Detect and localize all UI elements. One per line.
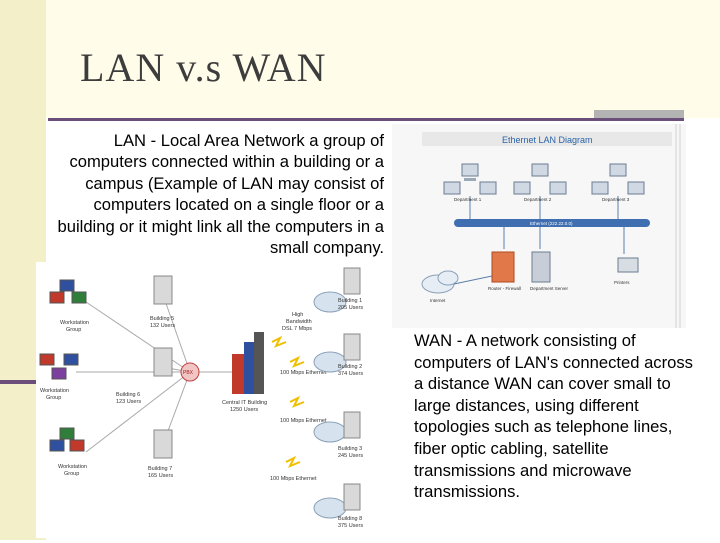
slide-title: LAN v.s WAN xyxy=(80,45,327,90)
building-3-icon xyxy=(343,411,361,439)
svg-text:375 Users: 375 Users xyxy=(338,523,363,529)
workstation-1-group: Group xyxy=(66,327,81,333)
building-8-icon xyxy=(343,483,361,511)
department-1-label: Department 1 xyxy=(454,197,482,202)
svg-text:100 Mbps Ethernet: 100 Mbps Ethernet xyxy=(280,370,327,376)
svg-text:100 Mbps Ethernet: 100 Mbps Ethernet xyxy=(280,418,327,424)
svg-text:High: High xyxy=(292,312,303,318)
pbx-label: PBX xyxy=(183,370,194,376)
svg-text:Building 8: Building 8 xyxy=(338,516,362,522)
ethernet-bus xyxy=(454,219,650,227)
svg-text:1250 Users: 1250 Users xyxy=(230,407,258,413)
workstation-3-group: Group xyxy=(64,471,79,477)
central-it-building-icon xyxy=(232,332,264,394)
svg-text:Building 7: Building 7 xyxy=(148,466,172,472)
internet-label: Internet xyxy=(430,298,446,303)
svg-text:DSL 7 Mbps: DSL 7 Mbps xyxy=(282,326,312,332)
svg-text:123 Users: 123 Users xyxy=(116,399,141,405)
svg-text:100 Mbps Ethernet: 100 Mbps Ethernet xyxy=(270,476,317,482)
firewall-icon xyxy=(491,251,515,283)
building-1-icon xyxy=(343,267,361,295)
wan-diagram-image: Workstation Group Workstation Group Work… xyxy=(36,262,384,538)
server-icon xyxy=(531,251,551,283)
svg-text:Building 3: Building 3 xyxy=(338,446,362,452)
svg-text:Building 2: Building 2 xyxy=(338,364,362,370)
workstation-group-3 xyxy=(49,427,85,452)
server-label: Department Server xyxy=(530,286,569,291)
workstation-group-2 xyxy=(39,353,79,380)
workstation-group-1 xyxy=(49,279,87,304)
workstation-2-label: Workstation xyxy=(40,388,69,394)
building-6-icon xyxy=(153,347,173,377)
workstation-2-group: Group xyxy=(46,395,61,401)
svg-text:374 Users: 374 Users xyxy=(338,371,363,377)
router-label: Router - Firewall xyxy=(488,286,521,291)
building-5-icon xyxy=(153,275,173,305)
svg-text:Bandwidth: Bandwidth xyxy=(286,319,312,325)
svg-text:Building 5: Building 5 xyxy=(150,316,174,322)
title-rule-accent xyxy=(594,110,684,118)
department-2-label: Department 2 xyxy=(524,197,552,202)
building-2-icon xyxy=(343,333,361,361)
department-computers xyxy=(443,163,645,195)
lan-diagram-image: Ethernet LAN Diagram xyxy=(392,124,686,328)
svg-text:245 Users: 245 Users xyxy=(338,453,363,459)
workstation-1-label: Workstation xyxy=(60,320,89,326)
ethernet-bus-label: Ethernet (222.22.0.0) xyxy=(530,221,573,226)
lan-diagram-title: Ethernet LAN Diagram xyxy=(502,135,593,145)
pbx-icon xyxy=(180,362,200,382)
svg-text:205 Users: 205 Users xyxy=(338,305,363,311)
lan-description: LAN - Local Area Network a group of comp… xyxy=(57,131,384,258)
printer-icon xyxy=(617,257,639,273)
svg-text:Central IT Building: Central IT Building xyxy=(222,400,267,406)
title-rule xyxy=(48,118,684,121)
svg-text:165 Users: 165 Users xyxy=(148,473,173,479)
wan-description: WAN - A network consisting of computers … xyxy=(414,331,693,502)
internet-cloud-icon xyxy=(421,270,459,294)
workstation-3-label: Workstation xyxy=(58,464,87,470)
printer-label: Printers xyxy=(614,280,630,285)
title-band xyxy=(46,0,720,118)
svg-text:Building 1: Building 1 xyxy=(338,298,362,304)
left-rule xyxy=(0,380,46,384)
svg-text:132 Users: 132 Users xyxy=(150,323,175,329)
svg-text:Building 6: Building 6 xyxy=(116,392,140,398)
building-7-icon xyxy=(153,429,173,459)
department-3-label: Department 3 xyxy=(602,197,630,202)
